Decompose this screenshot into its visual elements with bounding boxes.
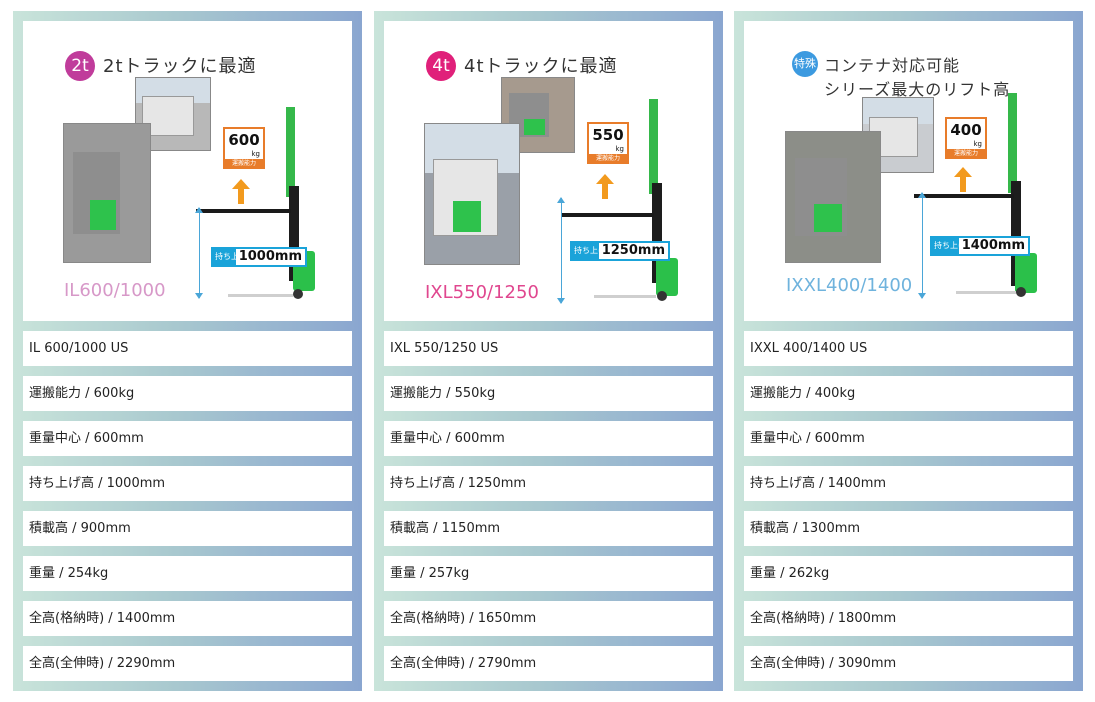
- product-hero-image: 4t 4tトラックに最適 550 kg 運搬能力 持ち上げ高 1250mm IX…: [384, 21, 713, 321]
- capacity-unit: kg: [251, 150, 261, 158]
- product-card-ixxl400: 特殊 コンテナ対応可能 シリーズ最大のリフト高 400 kg 運搬能力 持ち上げ…: [734, 11, 1083, 691]
- capacity-badge: 400 kg 運搬能力: [945, 117, 987, 159]
- capacity-value: 550: [592, 126, 624, 144]
- truck-interior-photo: [424, 123, 520, 265]
- lift-value: 1400mm: [958, 238, 1028, 254]
- forks: [914, 194, 1014, 198]
- lift-height-indicator: [195, 207, 203, 299]
- truck-interior-photo: [63, 123, 151, 263]
- spec-row: 持ち上げ高 / 1000mm: [23, 466, 352, 501]
- lift-label-text: 持ち上げ高: [215, 252, 255, 261]
- lift-label-text: 持ち上げ高: [574, 246, 614, 255]
- capacity-label: 運搬能力: [587, 154, 629, 164]
- lift-arrow-icon: [954, 167, 972, 177]
- spec-row: 全高(全伸時) / 3090mm: [744, 646, 1073, 681]
- mast-green: [649, 99, 658, 194]
- spec-row: 重量中心 / 600mm: [23, 421, 352, 456]
- spec-row: 積載高 / 1300mm: [744, 511, 1073, 546]
- special-badge: 特殊: [792, 51, 818, 77]
- spec-row: 積載高 / 900mm: [23, 511, 352, 546]
- spec-row: 全高(格納時) / 1650mm: [384, 601, 713, 636]
- lift-height-label: 持ち上げ高 1250mm: [570, 241, 670, 261]
- spec-row: 全高(格納時) / 1800mm: [744, 601, 1073, 636]
- spec-row: 持ち上げ高 / 1400mm: [744, 466, 1073, 501]
- spec-row: 全高(格納時) / 1400mm: [23, 601, 352, 636]
- mast-green: [286, 107, 295, 197]
- model-name: IL600/1000: [64, 280, 166, 301]
- capacity-value: 600: [228, 131, 260, 149]
- lift-height-label: 持ち上げ高 1400mm: [930, 236, 1030, 256]
- spec-row: IXXL 400/1400 US: [744, 331, 1073, 366]
- lift-height-indicator: [918, 192, 926, 299]
- hero-subtitle: シリーズ最大のリフト高: [824, 80, 1011, 99]
- model-name: IXL550/1250: [425, 282, 539, 303]
- capacity-label: 運搬能力: [223, 159, 265, 169]
- spec-row: 積載高 / 1150mm: [384, 511, 713, 546]
- hero-title: 2tトラックに最適: [103, 56, 257, 77]
- product-hero-image: 特殊 コンテナ対応可能 シリーズ最大のリフト高 400 kg 運搬能力 持ち上げ…: [744, 21, 1073, 321]
- spec-row: 重量 / 257kg: [384, 556, 713, 591]
- product-card-ixl550: 4t 4tトラックに最適 550 kg 運搬能力 持ち上げ高 1250mm IX…: [374, 11, 723, 691]
- capacity-badge: 550 kg 運搬能力: [587, 122, 629, 164]
- capacity-unit: kg: [615, 145, 625, 153]
- lift-height-label: 持ち上げ高 1000mm: [211, 247, 307, 267]
- spec-row: IXL 550/1250 US: [384, 331, 713, 366]
- truck-size-badge: 2t: [65, 51, 95, 81]
- lift-value: 1000mm: [235, 249, 305, 265]
- spec-row: 運搬能力 / 550kg: [384, 376, 713, 411]
- lift-arrow-icon: [596, 174, 614, 184]
- lift-height-indicator: [557, 197, 565, 304]
- spec-row: 全高(全伸時) / 2790mm: [384, 646, 713, 681]
- lift-label-text: 持ち上げ高: [934, 241, 974, 250]
- container-interior-photo: [785, 131, 881, 263]
- spec-row: 重量中心 / 600mm: [744, 421, 1073, 456]
- spec-row: IL 600/1000 US: [23, 331, 352, 366]
- spec-row: 運搬能力 / 400kg: [744, 376, 1073, 411]
- product-card-il600: 2t 2tトラックに最適 600 kg 運搬能力 持ち上げ高 1000mm IL…: [13, 11, 362, 691]
- capacity-label: 運搬能力: [945, 149, 987, 159]
- truck-size-badge: 4t: [426, 51, 456, 81]
- capacity-value: 400: [950, 121, 982, 139]
- forks: [196, 209, 291, 213]
- spec-row: 重量 / 262kg: [744, 556, 1073, 591]
- lift-value: 1250mm: [598, 243, 668, 259]
- spec-row: 重量 / 254kg: [23, 556, 352, 591]
- model-name: IXXL400/1400: [786, 275, 913, 296]
- spec-row: 重量中心 / 600mm: [384, 421, 713, 456]
- spec-row: 全高(全伸時) / 2290mm: [23, 646, 352, 681]
- mast-green: [1008, 93, 1017, 193]
- lift-arrow-icon: [232, 179, 250, 189]
- hero-title: コンテナ対応可能: [824, 56, 961, 75]
- spec-row: 持ち上げ高 / 1250mm: [384, 466, 713, 501]
- capacity-badge: 600 kg 運搬能力: [223, 127, 265, 169]
- forks: [562, 213, 654, 217]
- product-hero-image: 2t 2tトラックに最適 600 kg 運搬能力 持ち上げ高 1000mm IL…: [23, 21, 352, 321]
- spec-row: 運搬能力 / 600kg: [23, 376, 352, 411]
- capacity-unit: kg: [973, 140, 983, 148]
- hero-title: 4tトラックに最適: [464, 56, 618, 77]
